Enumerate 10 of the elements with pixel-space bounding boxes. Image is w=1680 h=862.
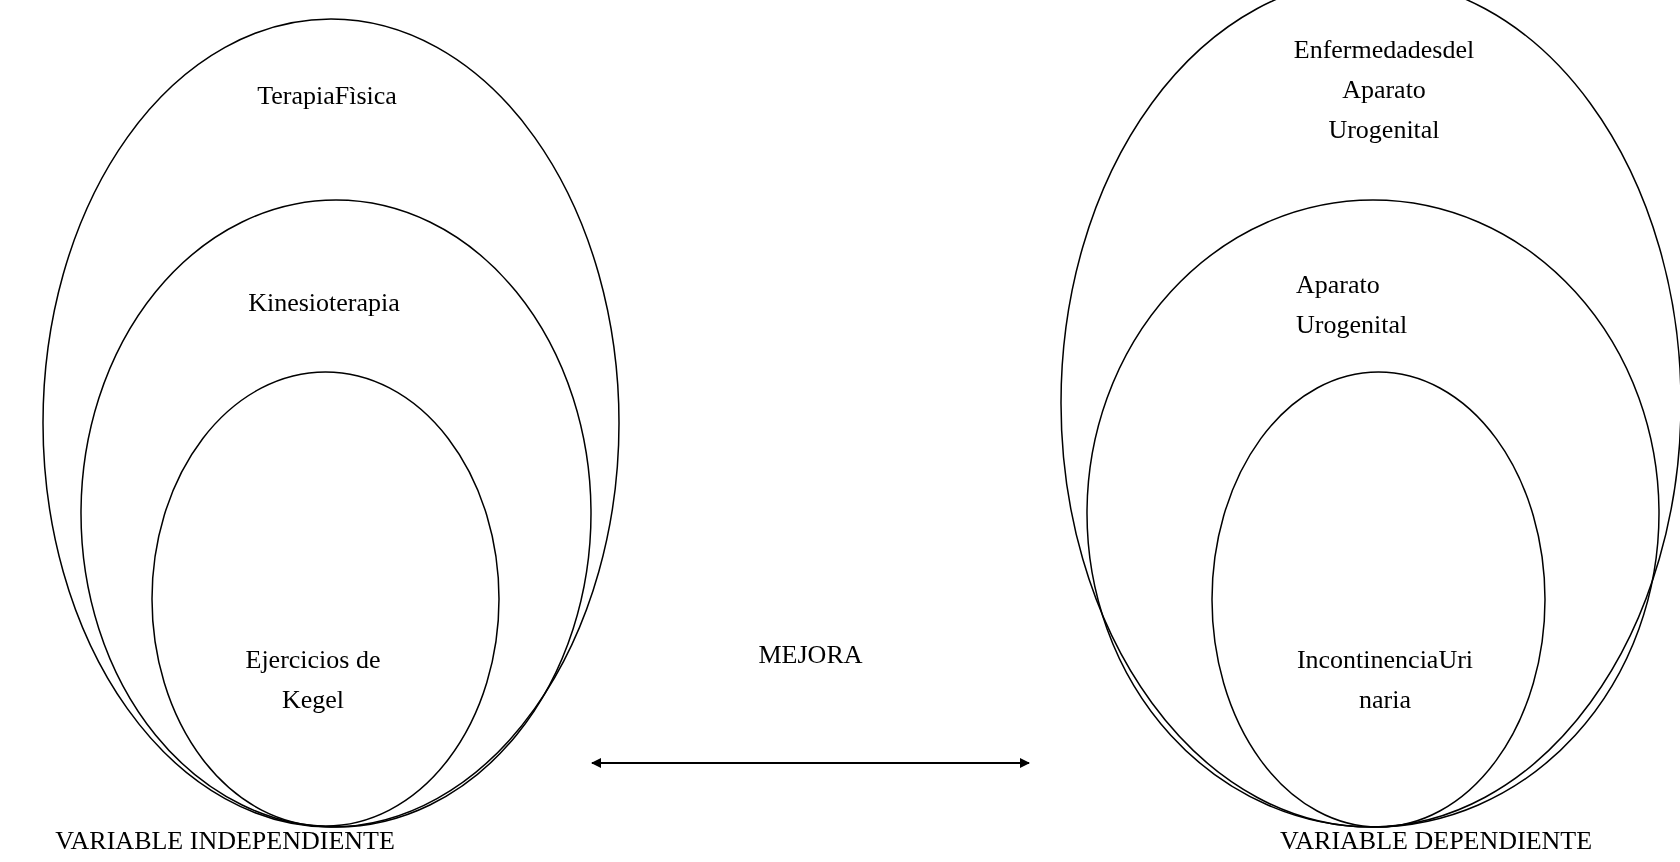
caption-text: VARIABLE DEPENDIENTE	[1279, 826, 1593, 856]
ellipse-label: TerapiaFìsica	[256, 80, 398, 112]
ellipse-label: Kinesioterapia	[247, 287, 401, 319]
edge-label: MEJORA	[758, 640, 863, 670]
double-arrow	[591, 758, 1030, 768]
ellipse-label: Aparato Urogenital	[1296, 269, 1409, 341]
ellipse-label: Ejercicios de Kegel	[244, 644, 382, 716]
caption-text: VARIABLE INDEPENDIENTE	[55, 826, 395, 856]
ellipse-label: IncontinenciaUri naria	[1295, 644, 1475, 716]
ellipse-label: Enfermedadesdel Aparato Urogenital	[1292, 34, 1476, 146]
